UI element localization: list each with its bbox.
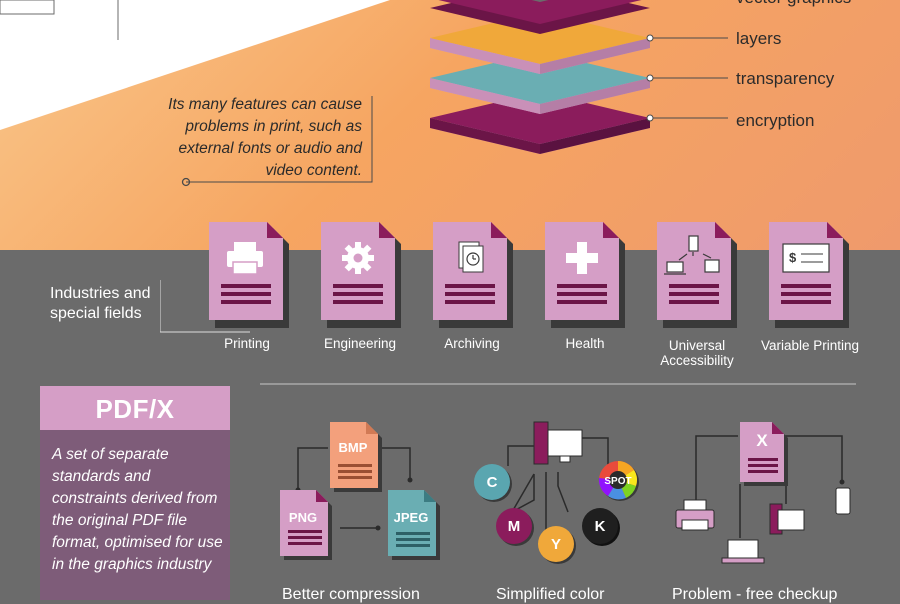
caption-checkup: Problem - free checkup xyxy=(672,586,838,603)
layer-layers xyxy=(430,12,650,74)
pdfx-title: PDF/X xyxy=(40,386,230,430)
desktop-icon xyxy=(769,503,805,535)
industries-label: Industries and special fields xyxy=(50,285,151,322)
ink-k xyxy=(582,508,620,546)
printer-small-icon xyxy=(675,499,715,531)
cross-icon xyxy=(566,242,598,274)
devices-icon xyxy=(664,235,720,275)
caption-color: Simplified color xyxy=(496,586,605,603)
doc-engineering xyxy=(321,222,401,328)
jpeg-label: JPEG xyxy=(394,510,429,525)
ink-m-label: M xyxy=(508,518,521,535)
laptop-icon xyxy=(721,539,765,564)
ink-spot-label: SPOT xyxy=(604,476,631,487)
computer-icon xyxy=(533,421,583,465)
doc-variable-printing: $ xyxy=(769,222,849,328)
industries-bracket xyxy=(160,280,250,333)
pdfx-description: A set of separate standards and constrai… xyxy=(52,446,223,573)
doc-accessibility xyxy=(657,222,737,328)
compression-diagram: BMP PNG JPEG xyxy=(280,422,440,560)
color-diagram: C M Y K SPOT xyxy=(474,421,639,564)
png-label: PNG xyxy=(289,510,317,525)
layer-label-transparency: transparency xyxy=(736,69,835,88)
industry-documents: $ xyxy=(209,222,849,328)
ink-m xyxy=(496,508,534,546)
x-file xyxy=(740,422,788,486)
ink-y-label: Y xyxy=(551,536,561,553)
caption-health: Health xyxy=(565,336,605,351)
layer-encryption xyxy=(430,92,650,154)
layer-stack xyxy=(430,0,680,154)
ink-c xyxy=(474,464,512,502)
caption-compression: Better compression xyxy=(282,586,420,603)
layer-label-encryption: encryption xyxy=(736,111,815,130)
bmp-file xyxy=(330,422,382,492)
png-file xyxy=(280,490,332,560)
caption-accessibility: Universal Accessibility xyxy=(660,338,734,368)
ink-c-label: C xyxy=(487,474,498,491)
caption-archiving: Archiving xyxy=(444,336,500,351)
doc-health xyxy=(545,222,625,328)
ink-y xyxy=(538,526,576,564)
checkup-diagram: X xyxy=(675,422,851,564)
jpeg-file xyxy=(388,490,440,560)
layer-label-vector-graphics: vector graphics xyxy=(736,0,851,8)
ink-k-label: K xyxy=(595,518,606,535)
check-icon: $ xyxy=(782,243,830,273)
doc-printing xyxy=(209,222,289,328)
layer-connectors xyxy=(680,37,728,119)
caption-printing: Printing xyxy=(224,336,270,351)
gear-icon xyxy=(342,242,374,274)
layer-label-layers: layers xyxy=(736,29,782,48)
archive-clock-icon xyxy=(458,241,484,273)
bmp-label: BMP xyxy=(339,440,368,455)
layer-transparency xyxy=(430,52,650,114)
printer-icon xyxy=(227,242,263,275)
caption-variable-printing: Variable Printing xyxy=(760,338,860,353)
svg-text:$: $ xyxy=(789,250,797,265)
divider-line xyxy=(260,383,856,385)
caption-engineering: Engineering xyxy=(323,336,397,351)
layer-vector-graphics xyxy=(430,0,650,34)
white-corner-shape xyxy=(0,0,390,187)
doc-archiving xyxy=(433,222,513,328)
ink-spot xyxy=(598,461,639,501)
phone-icon xyxy=(835,487,851,515)
intro-text: Its many features can cause problems in … xyxy=(168,96,362,179)
x-file-label: X xyxy=(756,431,768,450)
